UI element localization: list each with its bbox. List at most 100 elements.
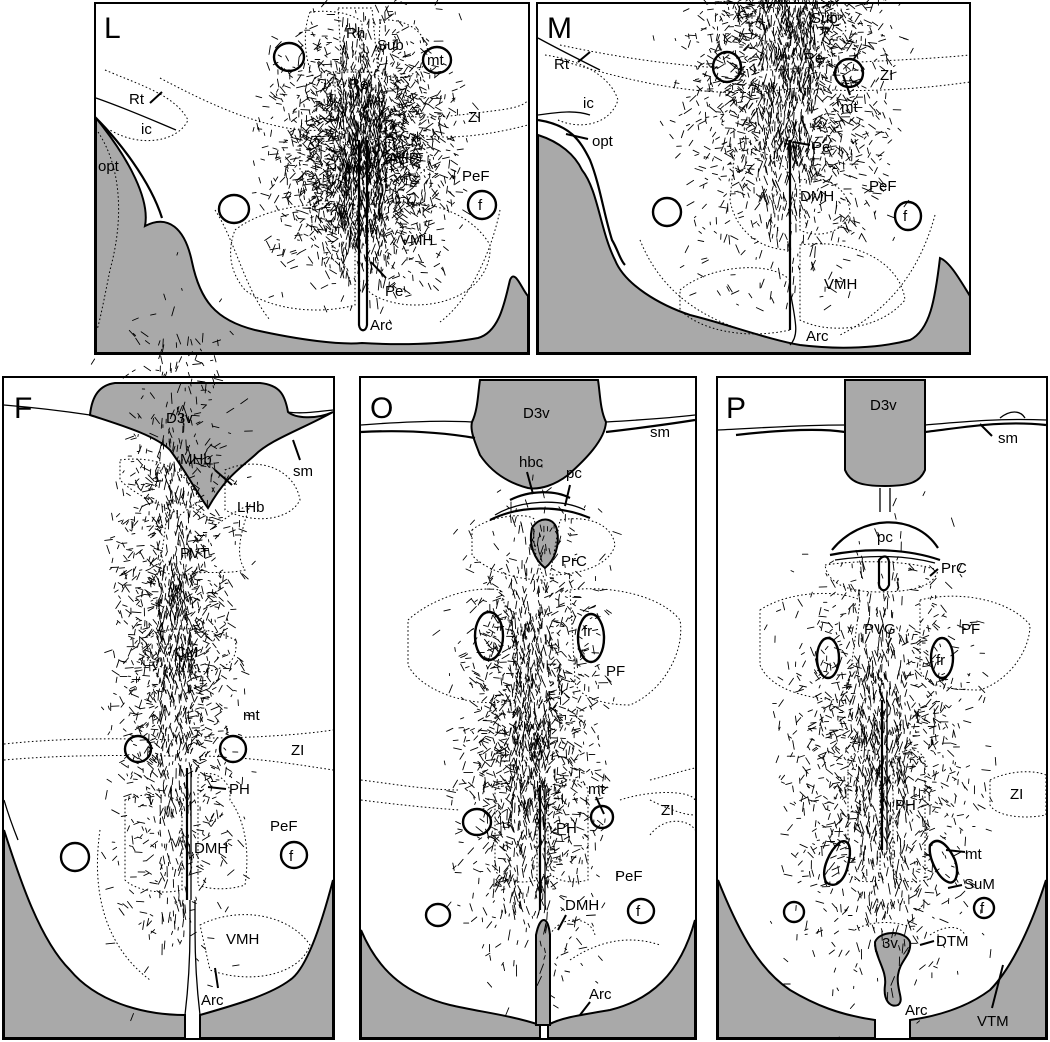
fiber-segment — [330, 222, 337, 230]
fiber-segment — [338, 67, 341, 73]
fiber-segment — [454, 153, 459, 156]
fiber-segment — [432, 161, 441, 167]
fiber-segment — [342, 265, 346, 275]
fiber-segment — [348, 23, 351, 31]
fiber-segment — [407, 270, 412, 273]
fiber-segment — [270, 129, 273, 137]
fiber-segment — [383, 141, 388, 146]
fiber-segment — [759, 141, 761, 151]
fiber-segment — [292, 127, 295, 135]
fiber-segment — [412, 175, 421, 178]
fiber-segment — [739, 44, 745, 46]
fiber-segment — [322, 174, 325, 183]
fiber-segment — [366, 46, 369, 51]
fiber-segment — [297, 57, 300, 67]
fiber-segment — [385, 211, 390, 215]
fiber-segment — [841, 151, 843, 160]
fiber-segment — [328, 118, 334, 127]
fiber-segment — [310, 60, 316, 63]
fiber-segment — [326, 252, 328, 256]
fiber-segment — [386, 227, 391, 231]
fiber-segment — [725, 41, 727, 46]
fiber-segment — [352, 202, 354, 215]
fiber-segment — [437, 115, 440, 120]
fiber-segment — [799, 138, 802, 145]
fiber-segment — [794, 285, 796, 294]
fiber-segment — [339, 163, 341, 170]
fiber-segment — [316, 214, 320, 220]
fiber-segment — [379, 269, 383, 278]
fiber-segment — [377, 77, 382, 86]
fiber-segment — [311, 109, 315, 114]
fiber-segment — [435, 130, 445, 134]
fiber-segment — [406, 157, 412, 162]
fiber-segment — [365, 137, 367, 146]
fiber-segment — [418, 127, 428, 129]
label-ZI: ZI — [468, 109, 481, 126]
fiber-segment — [391, 109, 394, 113]
fiber-segment — [337, 249, 339, 253]
fiber-segment — [394, 121, 400, 125]
fiber-segment — [377, 278, 380, 291]
fiber-segment — [386, 195, 391, 206]
fiber-segment — [377, 189, 380, 199]
fiber-segment — [367, 69, 373, 79]
fiber-segment — [415, 260, 424, 263]
fiber-segment — [318, 148, 321, 153]
fiber-segment — [766, 27, 768, 32]
fiber-segment — [764, 34, 767, 45]
fiber-segment — [330, 77, 332, 82]
fiber-segment — [359, 44, 361, 49]
fiber-segment — [387, 200, 394, 209]
fiber-segment — [405, 146, 409, 156]
fiber-segment — [686, 96, 691, 98]
fiber-segment — [429, 154, 433, 157]
fiber-segment — [714, 12, 717, 22]
fiber-segment — [413, 20, 416, 25]
fiber-segment — [419, 280, 424, 287]
fiber-segment — [402, 276, 406, 279]
fiber-segment — [297, 188, 300, 194]
fiber-segment — [403, 285, 406, 293]
fiber-segment — [370, 243, 376, 255]
fiber-segment — [394, 180, 401, 185]
fiber-segment — [333, 95, 336, 102]
fiber-segment — [306, 180, 315, 184]
fiber-segment — [849, 119, 853, 121]
fiber-segment — [423, 179, 428, 185]
fiber-segment — [353, 277, 357, 283]
fiber-segment — [294, 234, 303, 237]
fiber-segment — [360, 112, 363, 118]
fiber-segment — [345, 40, 348, 51]
fiber-segment — [722, 166, 724, 171]
fiber-segment — [802, 0, 804, 3]
fiber-segment — [373, 179, 376, 184]
fiber-segment — [797, 53, 799, 57]
fiber-segment — [389, 62, 393, 65]
fiber-segment — [795, 70, 797, 74]
fiber-segment — [392, 291, 397, 299]
fiber-segment — [406, 89, 410, 92]
fiber-segment — [817, 211, 821, 214]
fiber-segment — [375, 117, 378, 126]
fiber-segment — [326, 209, 337, 211]
fiber-segment — [786, 97, 789, 101]
fiber-segment — [383, 85, 387, 92]
fiber-segment — [885, 92, 887, 100]
fiber-segment — [284, 118, 288, 122]
fiber-segment — [785, 89, 788, 94]
fiber-segment — [400, 1, 407, 5]
fiber-segment — [397, 85, 400, 88]
fiber-segment — [792, 142, 795, 146]
fiber-segment — [769, 111, 771, 118]
fiber-segment — [783, 191, 785, 202]
fiber-segment — [321, 0, 328, 8]
fiber-segment — [298, 161, 301, 167]
fiber-segment — [342, 158, 344, 169]
fiber-segment — [417, 78, 419, 85]
label-Rt: Rt — [129, 91, 145, 108]
fiber-segment — [290, 265, 299, 270]
fiber-segment — [318, 197, 324, 202]
fiber-segment — [422, 79, 426, 83]
fiber-segment — [353, 237, 357, 248]
